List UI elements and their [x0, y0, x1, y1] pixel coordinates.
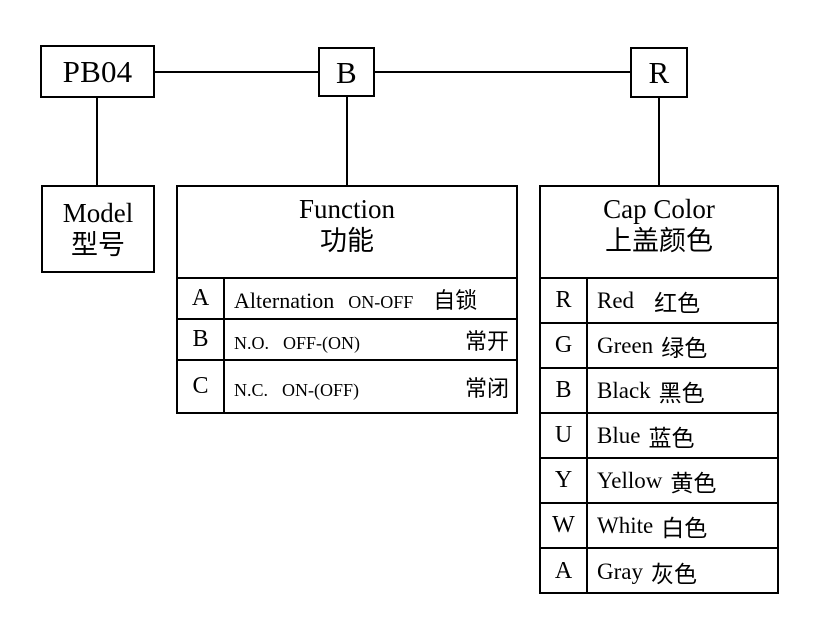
function-row-zh: 常开	[464, 328, 509, 354]
function-row-state: ON-OFF	[348, 291, 414, 312]
cap-color-row-zh: 红色	[654, 290, 701, 316]
cap-color-row-description: Gray 灰色	[588, 549, 777, 594]
function-row-description: N.C. ON-(OFF) 常闭	[225, 361, 516, 412]
cap-color-row-code: B	[541, 369, 588, 412]
dropline-function	[346, 95, 348, 186]
dropline-model	[96, 97, 98, 186]
cap-color-row-en: Red	[597, 287, 635, 313]
function-row-zh: 自锁	[433, 287, 478, 313]
cap-color-row-description: Red 红色	[588, 279, 777, 322]
code-box-function: B	[318, 47, 375, 97]
cap-color-row-description: Yellow 黄色	[588, 459, 777, 502]
panel-model-header-en: Model	[62, 197, 134, 228]
table-row: C N.C. ON-(OFF) 常闭	[178, 361, 516, 412]
cap-color-row-code: Y	[541, 459, 588, 502]
table-row: G Green 绿色	[541, 324, 777, 369]
code-box-model-label: PB04	[62, 54, 133, 89]
panel-model: Model 型号	[41, 185, 155, 273]
panel-cap-color-header: Cap Color 上盖颜色	[541, 187, 777, 279]
function-row-description: Alternation ON-OFF 自锁	[225, 279, 516, 318]
function-row-description: N.O. OFF-(ON) 常开	[225, 320, 516, 359]
cap-color-row-en: Gray	[597, 558, 643, 584]
cap-color-row-zh: 白色	[661, 515, 708, 541]
panel-cap-color-header-en: Cap Color	[603, 194, 715, 224]
table-row: A Alternation ON-OFF 自锁	[178, 279, 516, 320]
code-box-cap-color: R	[630, 47, 688, 98]
connector-model-to-function	[155, 71, 320, 73]
cap-color-row-en: Green	[597, 332, 654, 358]
function-row-term: N.C.	[234, 379, 269, 400]
panel-function-header-en: Function	[298, 194, 395, 224]
cap-color-row-en: Yellow	[597, 467, 663, 493]
cap-color-row-zh: 绿色	[661, 335, 708, 361]
cap-color-row-zh: 灰色	[650, 561, 697, 587]
table-row: B N.O. OFF-(ON) 常开	[178, 320, 516, 361]
panel-function: Function 功能 A Alternation ON-OFF 自锁 B	[176, 185, 518, 414]
code-box-cap-color-label: R	[648, 55, 670, 90]
cap-color-row-description: Black 黑色	[588, 369, 777, 412]
cap-color-row-list: R Red 红色 G Green 绿色 B Black 黑色	[541, 279, 777, 594]
cap-color-row-code: R	[541, 279, 588, 322]
table-row: W White 白色	[541, 504, 777, 549]
code-box-model: PB04	[40, 45, 155, 98]
function-row-state: OFF-(ON)	[283, 332, 361, 353]
panel-cap-color: Cap Color 上盖颜色 R Red 红色 G Green 绿色 B	[539, 185, 779, 594]
panel-model-header-zh: 型号	[71, 230, 125, 260]
cap-color-row-en: Blue	[597, 422, 641, 448]
code-box-function-label: B	[336, 54, 357, 90]
panel-function-header: Function 功能	[178, 187, 516, 279]
cap-color-row-en: White	[597, 512, 654, 538]
cap-color-row-code: A	[541, 549, 588, 594]
cap-color-row-zh: 蓝色	[648, 425, 695, 451]
function-row-term: Alternation	[234, 287, 335, 313]
table-row: U Blue 蓝色	[541, 414, 777, 459]
panel-cap-color-header-zh: 上盖颜色	[605, 225, 713, 256]
table-row: Y Yellow 黄色	[541, 459, 777, 504]
cap-color-row-code: G	[541, 324, 588, 367]
cap-color-row-zh: 黄色	[670, 470, 717, 496]
table-row: A Gray 灰色	[541, 549, 777, 594]
cap-color-row-code: W	[541, 504, 588, 547]
panel-function-header-zh: 功能	[320, 225, 374, 256]
connector-function-to-capcolor	[374, 71, 632, 73]
cap-color-row-description: White 白色	[588, 504, 777, 547]
function-row-zh: 常闭	[464, 375, 509, 401]
function-row-code: A	[178, 279, 225, 318]
table-row: R Red 红色	[541, 279, 777, 324]
function-row-code: B	[178, 320, 225, 359]
table-row: B Black 黑色	[541, 369, 777, 414]
cap-color-row-description: Green 绿色	[588, 324, 777, 367]
function-row-state: ON-(OFF)	[282, 379, 360, 400]
cap-color-row-en: Black	[597, 377, 651, 403]
cap-color-row-description: Blue 蓝色	[588, 414, 777, 457]
cap-color-row-code: U	[541, 414, 588, 457]
dropline-capcolor	[658, 97, 660, 186]
function-row-term: N.O.	[234, 332, 269, 353]
function-row-list: A Alternation ON-OFF 自锁 B N.O. OFF-(ON) …	[178, 279, 516, 412]
cap-color-row-zh: 黑色	[658, 380, 705, 406]
function-row-code: C	[178, 361, 225, 412]
